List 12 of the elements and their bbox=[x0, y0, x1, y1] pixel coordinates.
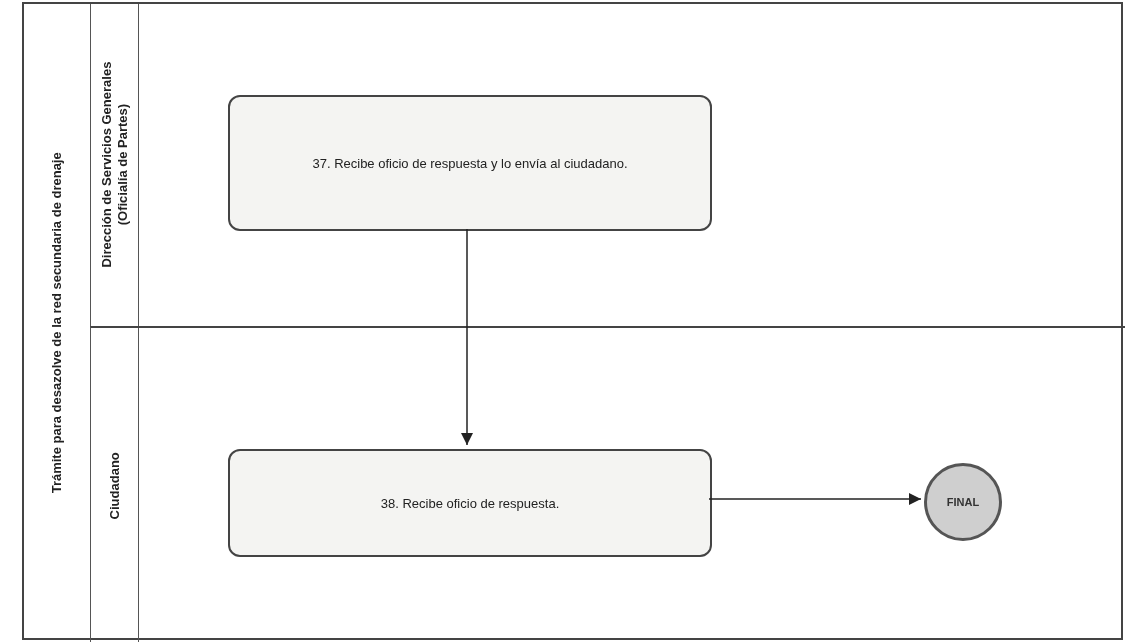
arrow bbox=[708, 493, 922, 505]
task-text: 37. Recibe oficio de respuesta y lo envía al ciudadano. bbox=[312, 155, 628, 171]
lane-title: Ciudadano bbox=[106, 451, 123, 522]
process-box bbox=[228, 95, 712, 231]
lane-title: Dirección de Servicios Generales (Oficialía de Partes) bbox=[98, 60, 131, 270]
task-text: 38. Recibe oficio de respuesta. bbox=[380, 495, 560, 511]
arrow bbox=[461, 228, 473, 446]
end-label: FINAL bbox=[946, 496, 980, 508]
process-box bbox=[228, 449, 712, 557]
swimlane bbox=[90, 326, 1125, 642]
pool-title: Trámite para desazolve de la red secundaria de drenaje bbox=[49, 151, 65, 496]
pool-box bbox=[22, 2, 1123, 640]
